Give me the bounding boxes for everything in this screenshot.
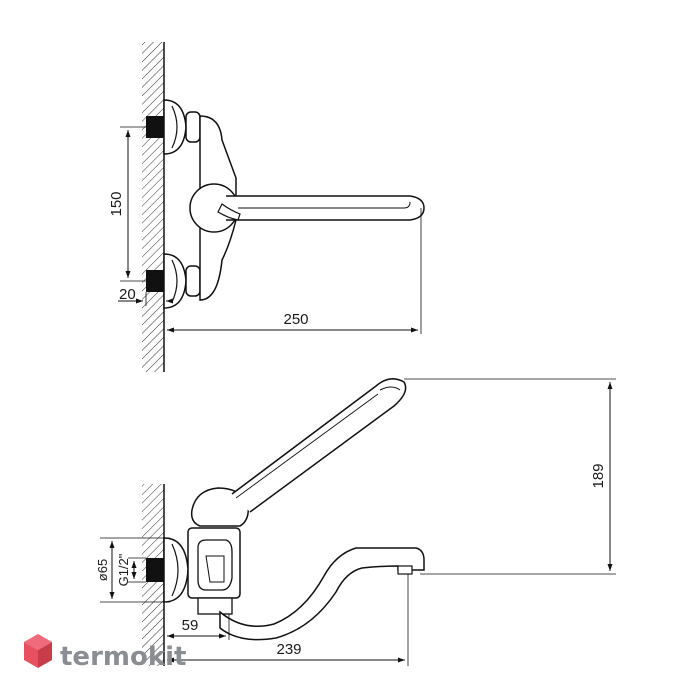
termokit-logo-icon (24, 634, 52, 668)
dimension-thread-label: G1/2" (116, 553, 131, 586)
dimension-250-label: 250 (283, 311, 308, 328)
side-view: 189 ø65 G1/2" 59 239 (95, 378, 616, 666)
dimension-189: 189 (404, 378, 616, 575)
dimension-239: 239 (167, 574, 409, 666)
termokit-wordmark: termokit (60, 642, 186, 672)
dimension-59: 59 (167, 614, 230, 640)
dimension-239-label: 239 (276, 641, 301, 658)
side-inlet (146, 537, 189, 603)
dimension-150-label: 150 (108, 191, 125, 216)
upper-inlet (146, 99, 201, 155)
dimension-diameter: ø65 (95, 537, 170, 603)
top-view: 150 20 250 (108, 42, 425, 372)
dimension-diameter-label: ø65 (95, 559, 110, 581)
lever-side (190, 378, 407, 527)
termokit-watermark: termokit (24, 634, 186, 672)
dimension-189-label: 189 (590, 463, 607, 488)
dimension-20-label: 20 (119, 286, 136, 303)
spout-side (219, 547, 425, 641)
lower-inlet (146, 253, 201, 309)
dimension-thread: G1/2" (116, 553, 146, 586)
dimension-150: 150 (108, 126, 146, 282)
dimension-59-label: 59 (182, 617, 199, 634)
dimension-250: 250 (167, 208, 422, 334)
wall-hatch-top (142, 42, 164, 372)
mixer-body-side (187, 527, 241, 615)
dimension-20: 20 (118, 286, 173, 306)
